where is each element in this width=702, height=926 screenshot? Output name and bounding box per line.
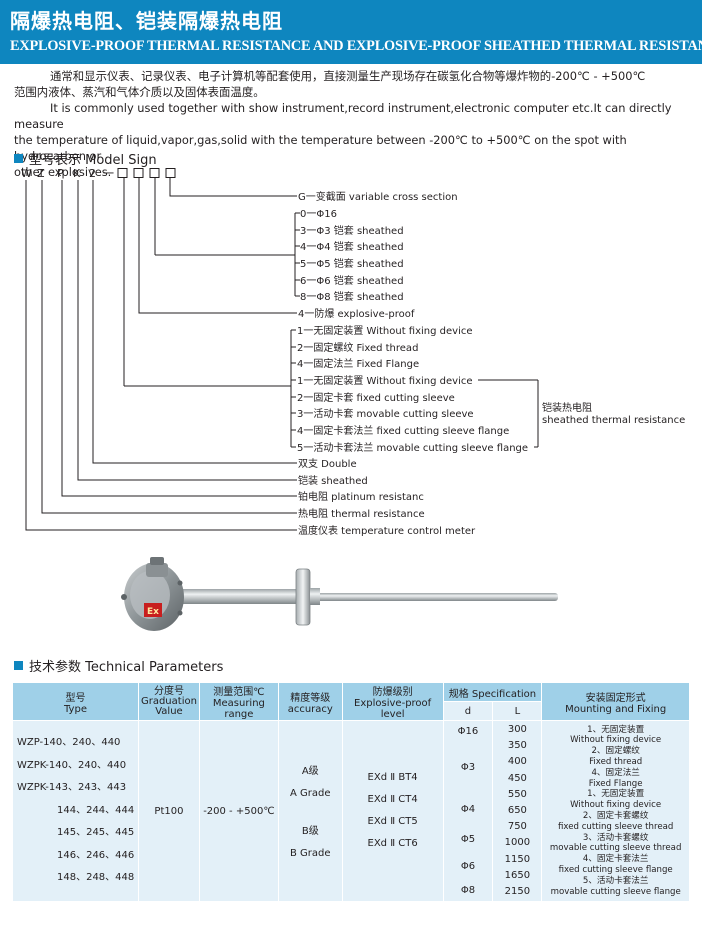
label-fixed-thread: 2一固定螺纹 Fixed thread: [297, 341, 418, 354]
section-square-icon: [14, 661, 23, 670]
type-row: 145、245、445: [57, 827, 135, 839]
header-d: d: [442, 701, 494, 721]
line-double: [92, 180, 297, 464]
type-row: 146、246、446: [57, 849, 135, 861]
intro-en-line3: other explosives.: [14, 165, 112, 179]
intro-en-line2: the temperature of liquid,vapor,gas,soli…: [14, 133, 627, 163]
model-labels: G一变截面 variable cross section 0一Φ16 3一Φ3 …: [297, 190, 685, 537]
header-specification: 规格 Specification: [442, 682, 543, 702]
technical-parameters-heading-text: 技术参数 Technical Parameters: [29, 660, 224, 675]
diagram-lines: [25, 168, 539, 531]
label-fixed-flange: 4一固定法兰 Fixed Flange: [297, 357, 419, 370]
label-phi5: 5一Φ5 铠套 sheathed: [300, 257, 404, 270]
ex-mark: Ex: [147, 607, 159, 617]
intro-cn-line1: 通常和显示仪表、记录仪表、电子计算机等配套使用，直接测量生产现场存在碳氢化合物等…: [50, 69, 646, 83]
model-sign-heading: 型号表示 Model Sign: [14, 149, 157, 168]
neck-pipe: [182, 589, 302, 604]
line-meter: [25, 180, 297, 531]
label-no-fixing-1: 1一无固定装置 Without fixing device: [297, 324, 473, 337]
cell-types: WZP-140、240、440 WZPK-140、240、440 WZPK-14…: [12, 720, 139, 902]
line-sheathed: [77, 180, 297, 481]
label-variable-cross-section: G一变截面 variable cross section: [298, 190, 458, 203]
type-row: WZP-140、240、440: [17, 737, 121, 749]
cell-d-values: Φ16 Φ3 Φ4 Φ5 Φ6 Φ8: [442, 720, 494, 902]
type-row: 148、248、448: [57, 872, 135, 884]
title-chinese: 隔爆热电阻、铠装隔爆热电阻: [10, 9, 283, 33]
code-char-z: Z: [37, 167, 45, 180]
type-row: 144、244、444: [57, 804, 135, 816]
label-fixed-cutting-sleeve-flange: 4一固定卡套法兰 fixed cutting sleeve flange: [297, 424, 509, 437]
label-movable-cutting-sleeve-flange: 5一活动卡套法兰 movable cutting sleeve flange: [297, 441, 528, 454]
label-sheathed: 铠装 sheathed: [298, 474, 368, 487]
table-body-row: WZP-140、240、440 WZPK-140、240、440 WZPK-14…: [12, 720, 690, 902]
line-thermal: [41, 180, 297, 514]
code-char-p: P: [57, 167, 64, 180]
model-sign-heading-text: 型号表示 Model Sign: [29, 153, 157, 168]
bracket-label-en: sheathed thermal resistance: [542, 415, 685, 426]
flange: [295, 568, 311, 626]
label-phi16: 0一Φ16: [300, 209, 337, 220]
code-box-1: [117, 168, 128, 178]
intro-text: 通常和显示仪表、记录仪表、电子计算机等配套使用，直接测量生产现场存在碳氢化合物等…: [14, 68, 690, 180]
label-phi8: 8一Φ8 铠套 sheathed: [300, 290, 404, 303]
label-temperature-meter: 温度仪表 temperature control meter: [298, 524, 476, 537]
cell-accuracy: A级 A Grade B级 B Grade: [277, 720, 343, 902]
line-explosive: [138, 178, 297, 314]
ex-label: [144, 603, 162, 617]
code-char-w: W: [21, 167, 32, 180]
header-l: L: [492, 701, 543, 721]
code-box-3: [149, 168, 160, 178]
code-box-4: [165, 168, 176, 178]
label-fixed-cutting-sleeve: 2一固定卡套 fixed cutting sleeve: [297, 391, 455, 404]
sheath-tube: [260, 593, 558, 601]
label-platinum: 铂电阻 platinum resistanc: [298, 490, 424, 503]
label-no-fixing-2: 1一无固定装置 Without fixing device: [297, 374, 473, 387]
type-row: WZPK-140、240、440: [17, 759, 127, 771]
intro-cn-line2: 范围内液体、蒸汽和气体介质以及固体表面温度。: [14, 85, 265, 99]
label-thermal-resistance: 热电阻 thermal resistance: [298, 507, 425, 520]
title-english: EXPLOSIVE-PROOF THERMAL RESISTANCE AND E…: [10, 38, 702, 54]
type-row: WZPK-143、243、443: [17, 782, 127, 794]
page-header: 隔爆热电阻、铠装隔爆热电阻 EXPLOSIVE-PROOF THERMAL RE…: [0, 0, 702, 64]
model-code: W Z P K 2 一: [21, 167, 114, 180]
label-phi3: 3一Φ3 铠套 sheathed: [300, 224, 404, 237]
line-cross-section: [169, 178, 297, 197]
bracket-label-cn: 铠装热电阻: [542, 401, 592, 414]
intro-en-line1: It is commonly used together with show i…: [14, 101, 672, 131]
cell-explosive: EXd Ⅱ BT4 EXd Ⅱ CT4 EXd Ⅱ CT5 EXd Ⅱ CT6: [341, 720, 444, 902]
section-square-icon: [14, 154, 23, 163]
cell-range: -200 - +500℃: [198, 720, 279, 902]
model-sign-diagram: W Z P K 2 一 G一变截面 variable cross section…: [21, 167, 685, 537]
label-movable-cutting-sleeve: 3一活动卡套 movable cutting sleeve: [297, 407, 474, 420]
label-double: 双支 Double: [298, 458, 357, 470]
code-box-2: [133, 168, 144, 178]
cell-graduation: Pt100: [137, 720, 200, 902]
label-explosive-proof: 4一防爆 explosive-proof: [298, 307, 415, 320]
code-dash: 一: [103, 167, 114, 180]
cable-gland: [146, 563, 168, 577]
code-char-k: K: [73, 167, 81, 180]
technical-parameters-heading: 技术参数 Technical Parameters: [14, 656, 223, 675]
code-char-2: 2: [89, 167, 96, 180]
label-phi6: 6一Φ6 铠套 sheathed: [300, 274, 404, 287]
label-phi4: 4一Φ4 铠套 sheathed: [300, 240, 404, 253]
line-platinum: [61, 180, 297, 497]
device-illustration: Ex: [121, 557, 558, 631]
